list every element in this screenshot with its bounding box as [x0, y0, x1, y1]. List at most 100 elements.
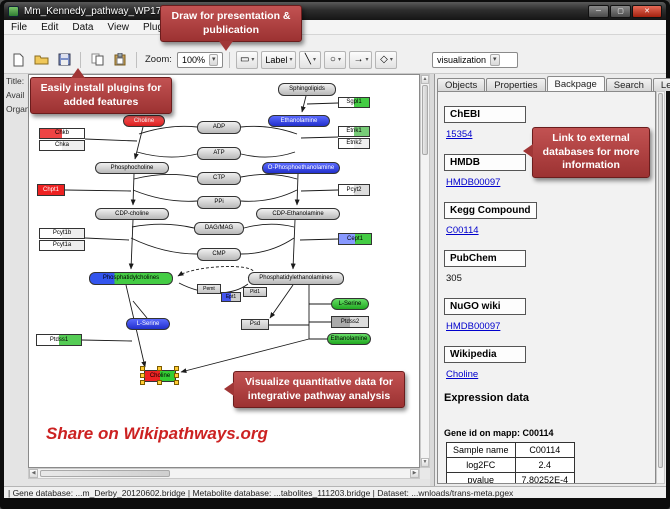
callout-plugins: Easily install plugins for added feature…: [30, 68, 172, 115]
pathway-node-phosphatidylethanolamines[interactable]: Phosphatidylethanolamines: [248, 272, 344, 285]
pathway-node-l-serine[interactable]: L-Serine: [331, 298, 369, 310]
pathway-node-etnk1[interactable]: Etnk1: [338, 126, 370, 137]
scroll-down-arrow-icon[interactable]: ▼: [421, 458, 429, 467]
copy-button[interactable]: [87, 50, 107, 69]
pathway-node-dag-mag[interactable]: DAG/MAG: [194, 222, 244, 235]
selection-handle[interactable]: [140, 380, 145, 385]
pathway-node-pcyt1a[interactable]: Pcyt1a: [39, 240, 85, 251]
selection-handle[interactable]: [174, 366, 179, 371]
horizontal-scroll-thumb[interactable]: [40, 470, 170, 477]
pathway-node-cmp[interactable]: CMP: [197, 248, 241, 261]
pathway-node-ethanolamine[interactable]: Ethanolamine: [327, 333, 371, 345]
scroll-left-arrow-icon[interactable]: ◀: [29, 469, 38, 478]
zoom-combobox[interactable]: 100% ▾: [176, 51, 223, 68]
pathway-node-ppi[interactable]: PPi: [197, 196, 241, 209]
tool-button-[interactable]: →▾: [349, 50, 373, 69]
backpage-link[interactable]: 15354: [446, 129, 473, 140]
tab-legend[interactable]: Legend: [652, 78, 670, 91]
pathway-node-pcyt1b[interactable]: Pcyt1b: [39, 228, 85, 239]
chevron-down-icon[interactable]: ▾: [389, 57, 393, 63]
toolbar-separator: [136, 51, 137, 68]
panel-scroll-thumb[interactable]: [658, 93, 663, 469]
chevron-down-icon[interactable]: ▾: [208, 53, 219, 66]
selection-handle[interactable]: [140, 366, 145, 371]
scroll-up-arrow-icon[interactable]: ▲: [421, 75, 429, 84]
chevron-down-icon[interactable]: ▾: [312, 57, 316, 63]
pathway-node-sphingolipids[interactable]: Sphingolipids: [278, 83, 336, 96]
pathway-node-cdp-choline[interactable]: CDP-choline: [95, 208, 169, 220]
tool-button-[interactable]: ╲▾: [299, 50, 322, 69]
pathway-node-adp[interactable]: ADP: [197, 121, 241, 134]
visualization-combobox[interactable]: visualization ▾: [432, 52, 518, 68]
save-button[interactable]: [54, 50, 74, 69]
close-button[interactable]: ✕: [632, 4, 662, 18]
open-file-button[interactable]: [31, 50, 51, 69]
scrollbar-corner: [420, 468, 430, 479]
tool-button-[interactable]: ◇▾: [375, 50, 398, 69]
scroll-right-arrow-icon[interactable]: ▶: [410, 469, 419, 478]
panel-scrollbar[interactable]: [656, 91, 665, 484]
menu-file[interactable]: File: [11, 21, 28, 33]
title-bar[interactable]: Mm_Kennedy_pathway_WP1771_45176.gpml ─ ▢…: [4, 2, 666, 20]
vertical-scroll-thumb[interactable]: [422, 85, 428, 155]
pathway-node-chkb[interactable]: Chkb: [39, 128, 85, 139]
pathway-node-l-serine[interactable]: L-Serine: [126, 318, 170, 330]
pathway-node-ctp[interactable]: CTP: [197, 172, 241, 185]
menu-data[interactable]: Data: [72, 21, 94, 33]
tab-search[interactable]: Search: [605, 78, 652, 91]
new-file-button[interactable]: [8, 50, 28, 69]
tool-button-label[interactable]: Label▾: [261, 50, 297, 69]
backpage-link[interactable]: C00114: [446, 225, 479, 236]
paste-button[interactable]: [110, 50, 130, 69]
tab-backpage[interactable]: Backpage: [546, 76, 605, 91]
callout-external-databases: Link to external databases for more info…: [523, 127, 650, 178]
pathway-node-pld1[interactable]: Pld1: [243, 287, 267, 297]
pathway-node-atp[interactable]: ATP: [197, 147, 241, 160]
minimize-button[interactable]: ─: [588, 4, 609, 18]
chevron-down-icon[interactable]: ▾: [289, 57, 293, 63]
pathway-node-o-phosphoethanolamine[interactable]: O-Phosphoethanolamine: [262, 162, 340, 174]
pathway-node-choline[interactable]: Choline: [123, 115, 165, 127]
chevron-down-icon[interactable]: ▾: [251, 57, 255, 63]
pathway-node-ept1[interactable]: Ept1: [221, 292, 241, 302]
tab-objects[interactable]: Objects: [437, 78, 486, 91]
tab-properties[interactable]: Properties: [486, 78, 546, 91]
pathway-node-cept1[interactable]: Cept1: [338, 233, 372, 245]
backpage-link[interactable]: Choline: [446, 369, 479, 380]
pathway-node-ptdss2[interactable]: Ptdss2: [331, 316, 369, 328]
panel-splitter[interactable]: [430, 74, 434, 486]
pathway-node-chka[interactable]: Chka: [39, 140, 85, 151]
pathway-node-ptdss1[interactable]: Ptdss1: [36, 334, 82, 346]
tool-glyph: ▭: [239, 54, 250, 65]
pathway-node-phosphocholine[interactable]: Phosphocholine: [95, 162, 169, 174]
menu-plugins[interactable]: Plugins: [136, 21, 183, 34]
chevron-down-icon[interactable]: ▾: [337, 57, 341, 63]
horizontal-scrollbar[interactable]: ◀ ▶: [28, 468, 420, 479]
pathway-node-psd[interactable]: Psd: [241, 319, 269, 330]
selection-handle[interactable]: [157, 380, 162, 385]
chevron-down-icon[interactable]: ▾: [490, 54, 500, 66]
tool-button-[interactable]: ○▾: [324, 50, 347, 69]
selection-handle[interactable]: [157, 366, 162, 371]
pathway-node-phosphatidylcholines[interactable]: Phosphatidylcholines: [89, 272, 173, 285]
maximize-button[interactable]: ▢: [610, 4, 631, 18]
pathway-node-pemt[interactable]: Pemt: [197, 284, 221, 294]
pathway-node-sgpl1[interactable]: Sgpl1: [338, 97, 370, 108]
selection-handle[interactable]: [140, 373, 145, 378]
menu-edit[interactable]: Edit: [41, 21, 59, 33]
pathway-node-ethanolamine[interactable]: Ethanolamine: [268, 115, 330, 127]
backpage-link[interactable]: HMDB00097: [446, 321, 501, 332]
backpage-link[interactable]: HMDB00097: [446, 177, 501, 188]
tool-button-[interactable]: ▭▾: [235, 50, 259, 69]
pathway-node-pcyt2[interactable]: Pcyt2: [338, 184, 370, 196]
chevron-down-icon[interactable]: ▾: [365, 57, 369, 63]
pathway-node-etnk2[interactable]: Etnk2: [338, 138, 370, 149]
selection-handle[interactable]: [174, 373, 179, 378]
menu-view[interactable]: View: [107, 21, 129, 33]
vertical-scrollbar[interactable]: ▲ ▼: [420, 74, 430, 468]
selection-handle[interactable]: [174, 380, 179, 385]
pathway-node-cdp-ethanolamine[interactable]: CDP-Ethanolamine: [256, 208, 340, 220]
pathway-node-chpt1[interactable]: Chpt1: [37, 184, 65, 196]
